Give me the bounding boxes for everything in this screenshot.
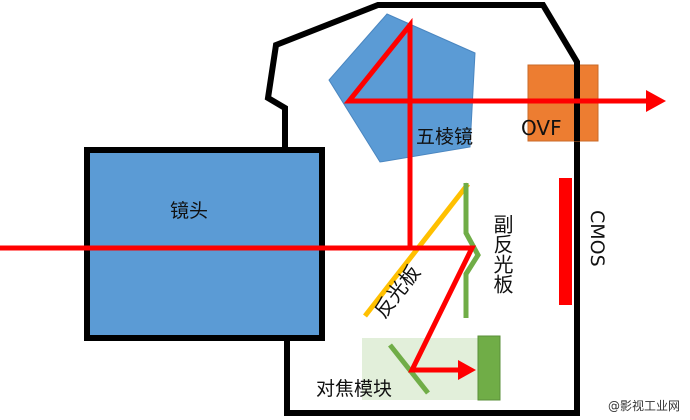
sub-mirror-label: 副反光板 [490,214,514,294]
camera-body-outline [264,2,580,416]
cmos-label: CMOS [586,210,608,267]
cmos-sensor [559,178,572,305]
af-module-label: 对焦模块 [316,378,393,400]
sub-mirror [463,183,481,318]
lens-label: 镜头 [170,200,209,222]
light-path [0,17,648,373]
af-arrowhead [458,360,476,380]
ovf-arrowhead [646,90,666,112]
lens [84,147,325,341]
watermark: @影视工业网 [607,399,680,413]
af-mirror [388,343,430,395]
af-sensor [477,335,501,401]
pentaprism-label: 五棱镜 [416,126,474,148]
pentaprism [328,13,476,163]
ovf-label: OVF [521,116,562,140]
